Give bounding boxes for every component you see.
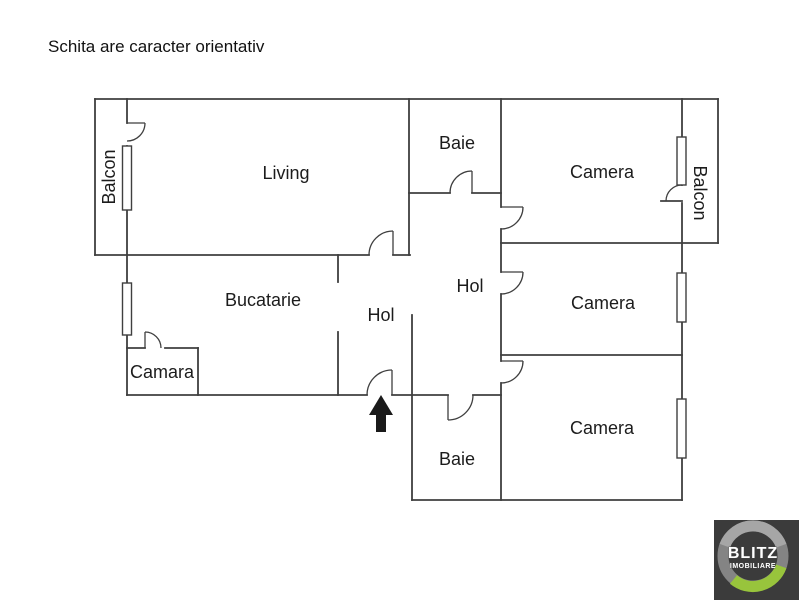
window-symbol <box>676 136 687 186</box>
door-arc <box>500 360 524 384</box>
door-arc <box>500 271 524 295</box>
window-symbol <box>121 282 133 336</box>
room-label-camera-bottom: Camera <box>570 418 635 438</box>
blitz-logo: BLITZ IMOBILIARE <box>714 520 799 600</box>
logo-sub-text: IMOBILIARE <box>730 563 776 570</box>
door-arc <box>126 122 146 142</box>
room-label-balcon-left: Balcon <box>99 149 119 204</box>
door-arc <box>366 369 393 396</box>
door-arc <box>665 184 683 202</box>
door-arc <box>449 170 473 194</box>
doors <box>126 122 683 421</box>
door-arc <box>368 230 394 256</box>
logo-ring-green-arc <box>729 564 787 593</box>
room-label-baie-top: Baie <box>439 133 475 153</box>
logo-brand-text: BLITZ <box>728 545 778 562</box>
windows <box>121 136 687 459</box>
room-label-camera-middle: Camera <box>571 293 636 313</box>
logo-ring-highlight <box>719 520 787 548</box>
room-label-camera-top: Camera <box>570 162 635 182</box>
door-arc <box>447 394 474 421</box>
window-symbol <box>676 272 687 323</box>
room-label-hol-center: Hol <box>367 305 394 325</box>
room-label-balcon-right: Balcon <box>690 165 710 220</box>
room-label-camara: Camara <box>130 362 195 382</box>
walls <box>94 98 719 501</box>
door-arc <box>500 206 524 230</box>
room-label-living: Living <box>262 163 309 183</box>
disclaimer-text: Schita are caracter orientativ <box>48 37 265 56</box>
room-labels: Balcon Living Baie Camera Balcon Bucatar… <box>99 133 710 469</box>
room-label-bucatarie: Bucatarie <box>225 290 301 310</box>
room-label-baie-bottom: Baie <box>439 449 475 469</box>
window-symbol <box>676 398 687 459</box>
room-label-hol-right: Hol <box>456 276 483 296</box>
entrance-arrow-icon <box>369 395 393 432</box>
window-symbol <box>121 145 133 211</box>
door-arc <box>144 331 162 349</box>
